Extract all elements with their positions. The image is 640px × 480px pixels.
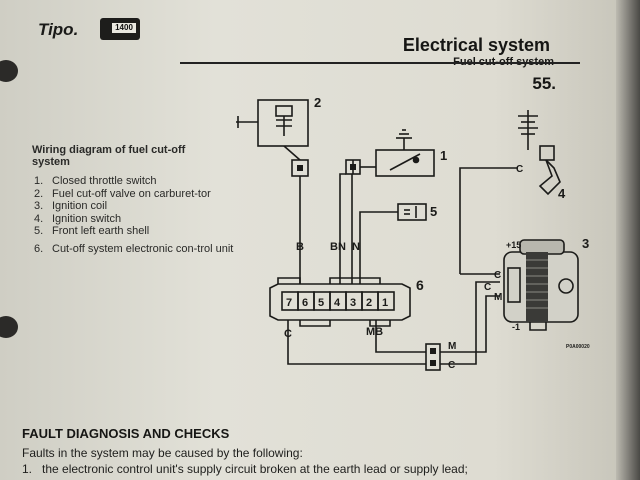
legend-item: 3.Ignition coil: [34, 200, 108, 212]
pin-2: 2: [366, 297, 372, 309]
wire-label-bn: BN: [330, 241, 346, 253]
legend-item: 1.Closed throttle switch: [34, 175, 157, 187]
section-title: Electrical system: [402, 35, 550, 55]
wire-bn: [339, 173, 346, 264]
pin-5: 5: [318, 297, 324, 309]
wire-label-mb: MB: [366, 326, 383, 338]
legend-item: 6.Cut-off system electronic con-trol uni…: [34, 242, 234, 255]
double-connector: [425, 343, 441, 371]
label-6: 6: [416, 277, 424, 293]
label-3: 3: [582, 236, 589, 251]
legend-list: 1.Closed throttle switch 2.Fuel cut-off …: [34, 175, 234, 256]
badge-text: 1400: [112, 23, 136, 33]
pin-3: 3: [350, 297, 356, 309]
connector-pins: [281, 291, 395, 311]
label-1: 1: [440, 148, 447, 163]
label-4: 4: [558, 186, 566, 201]
page-number: 55.: [532, 74, 556, 93]
figure-code: P0A00020: [566, 344, 590, 350]
throttle-switch: 1: [375, 129, 447, 177]
brand-badge: 1400: [100, 18, 140, 40]
ecu-connector: 7 6 5 4 3 2 1 6: [269, 277, 424, 327]
header-rule: [180, 62, 580, 64]
coil-wire-c2: C: [484, 282, 491, 293]
coil-wire-c: C: [494, 270, 501, 281]
wire-label-b: B: [296, 241, 304, 253]
ignition-switch: 4: [518, 110, 566, 201]
coil-terminal-minus1: -1: [512, 322, 520, 332]
wire-label-m: M: [448, 341, 456, 352]
pin-4: 4: [334, 297, 341, 309]
wire-label-c2: C: [448, 360, 455, 371]
pin-7: 7: [286, 297, 292, 309]
page-edge: [616, 0, 640, 480]
wire-mb: [375, 320, 426, 353]
wire-c: [287, 320, 426, 365]
fault-intro: Faults in the system may be caused by th…: [22, 446, 303, 460]
wire-label-c: C: [284, 328, 292, 340]
punch-hole: [0, 60, 18, 82]
legend-item: 5.Front left earth shell: [34, 225, 150, 237]
ignition-coil: +15 -1 3: [503, 236, 589, 332]
pin-1: 1: [382, 297, 388, 309]
connector-pin: [297, 165, 303, 171]
wire-n: [351, 160, 354, 264]
wire-label-c3: C: [516, 164, 523, 175]
wire-label-n: N: [352, 241, 360, 253]
wire-c-coil: [460, 281, 500, 365]
legend-title: Wiring diagram of fuel cut-off system: [32, 144, 186, 168]
label-5: 5: [430, 204, 437, 219]
manual-page: Tipo. 1400 Electrical system Fuel cut-of…: [0, 0, 616, 480]
brand-name: Tipo.: [38, 20, 79, 39]
fault-heading: FAULT DIAGNOSIS AND CHECKS: [22, 426, 230, 441]
legend-item: 4.Ignition switch: [34, 212, 122, 225]
wiring-diagram: 2 B 1 BN N: [236, 95, 590, 371]
legend-item: 2.Fuel cut-off valve on carburet-tor: [34, 187, 211, 200]
label-2: 2: [314, 95, 321, 110]
pin-6: 6: [302, 297, 308, 309]
earth-shell: 5: [359, 203, 437, 264]
fuel-cutoff-valve: 2: [236, 95, 321, 161]
punch-hole: [0, 316, 18, 338]
fault-item: 1.the electronic control unit's supply c…: [22, 462, 468, 476]
coil-terminal-plus15: +15: [506, 240, 521, 250]
wire-c-switch: [459, 167, 518, 274]
coil-wire-m: M: [494, 292, 502, 303]
wire-m-coil: [460, 295, 500, 353]
